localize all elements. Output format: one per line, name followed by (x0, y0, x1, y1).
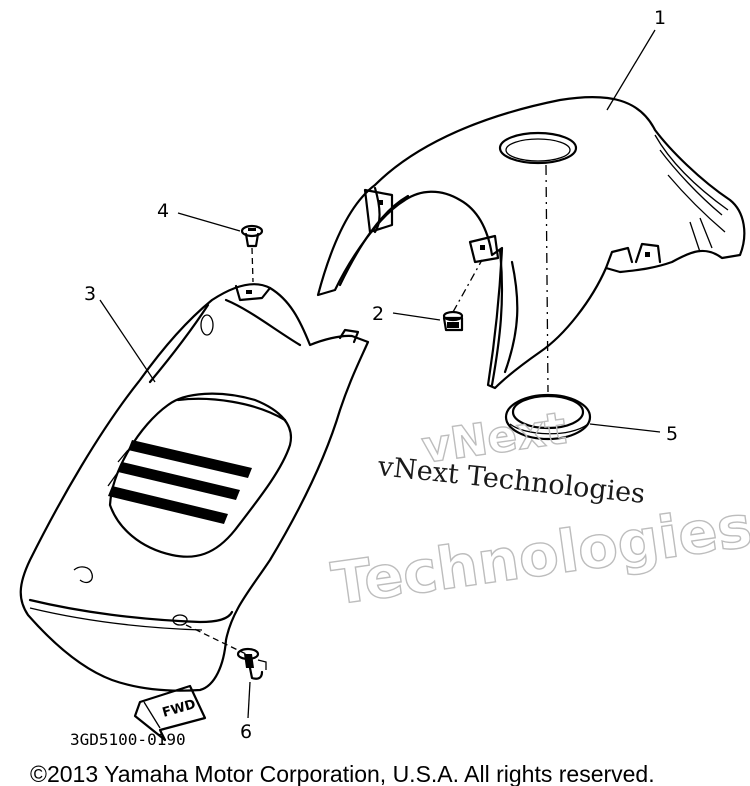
callout-3: 3 (84, 283, 96, 305)
copyright-notice: ©2013 Yamaha Motor Corporation, U.S.A. A… (30, 761, 655, 786)
fwd-arrow-label: FWD (161, 697, 198, 721)
callout-4: 4 (157, 200, 169, 222)
callout-5: 5 (666, 423, 678, 445)
part-3-lower-cowl (19, 283, 370, 692)
part-2-grommet (442, 259, 483, 332)
callout-6: 6 (240, 721, 252, 743)
part-1-seat-cover (316, 96, 746, 393)
watermark: vNext Technologies vNext Technologies (327, 402, 750, 619)
part-6-bolt (236, 647, 267, 680)
callout-1: 1 (654, 7, 666, 29)
watermark-outline-technologies: Technologies (328, 492, 750, 618)
part-5-ring-seal (504, 393, 592, 441)
part-4-screw (240, 224, 264, 283)
leader-lines (99, 29, 661, 719)
diagram-part-number: 3GD5100-0190 (70, 730, 186, 749)
callout-2: 2 (372, 303, 384, 325)
